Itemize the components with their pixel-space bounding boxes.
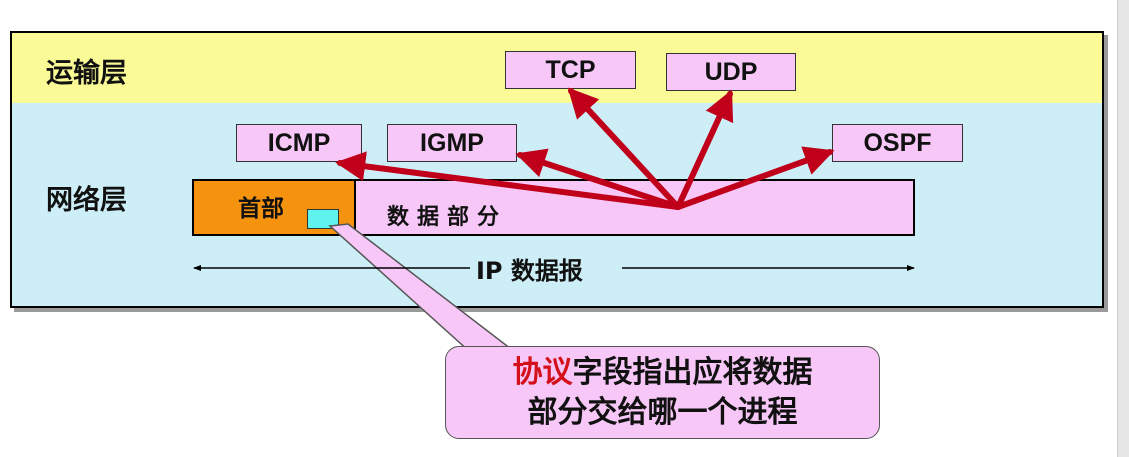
- callout-pointer: [328, 223, 518, 353]
- callout-line-1: 协议字段指出应将数据: [513, 353, 813, 393]
- network-layer-label: 网络层: [46, 185, 127, 216]
- protocol-callout: 协议字段指出应将数据 部分交给哪一个进程: [445, 346, 880, 439]
- transport-layer-label: 运输层: [46, 58, 127, 89]
- callout-line-1-text: 字段指出应将数据: [572, 354, 813, 390]
- icmp-box: ICMP: [236, 124, 362, 162]
- data-part-label: 数据部分: [387, 205, 508, 230]
- igmp-box: IGMP: [387, 124, 517, 162]
- ip-datagram-label: IP 数据报: [470, 251, 589, 286]
- arrow-to-tcp: [567, 87, 681, 210]
- udp-box: UDP: [666, 53, 796, 91]
- protocol-field: [307, 209, 339, 229]
- callout-line-2: 部分交给哪一个进程: [527, 394, 798, 430]
- arrow-to-udp: [675, 89, 734, 210]
- header-label: 首部: [238, 196, 284, 222]
- callout-highlight: 协议: [512, 354, 573, 390]
- scrollbar[interactable]: [1117, 0, 1129, 457]
- arrow-to-ospf: [675, 146, 835, 210]
- arrow-to-icmp: [335, 151, 681, 210]
- ospf-box: OSPF: [832, 124, 963, 162]
- arrow-to-igmp: [515, 148, 681, 210]
- datagram-header: 首部: [194, 181, 356, 234]
